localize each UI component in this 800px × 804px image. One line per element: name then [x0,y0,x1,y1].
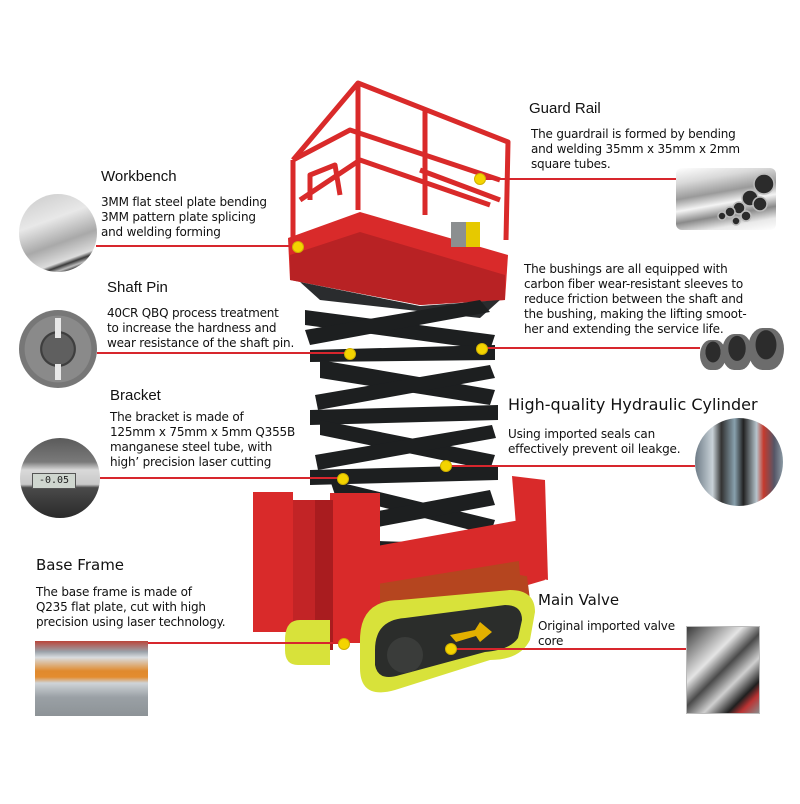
workbench-title: Workbench [101,168,177,185]
shaft-pin-title: Shaft Pin [107,279,168,296]
hydraulic-marker-dot [440,460,452,472]
steel-tubes-photo-icon [676,168,776,230]
hydraulic-callout-line [445,465,695,467]
bushing-marker-dot [476,343,488,355]
bracket-callout-line [100,477,345,479]
valve-photo-icon [686,626,760,714]
guard-rail-description: The guardrail is formed by bending and w… [531,127,740,171]
caliper-reading: -0.05 [32,473,76,489]
workbench-marker-dot [292,241,304,253]
guard-rail-callout-line [480,178,692,180]
bushing-callout-line [480,347,700,349]
shaft-pin-marker-dot [344,348,356,360]
hydraulic-cylinder-description: Using imported seals can effectively pre… [508,427,681,456]
bushing-description: The bushings are all equipped with carbo… [524,262,747,336]
base-frame-description: The base frame is made of Q235 flat plat… [36,585,226,629]
base-frame-title: Base Frame [36,556,125,574]
bushings-photo-icon [700,328,790,373]
main-valve-title: Main Valve [538,591,620,609]
shaft-pin-callout-line [97,352,350,354]
guard-rail-marker-dot [474,173,486,185]
hydraulic-cylinder-photo-icon [695,418,783,506]
bracket-description: The bracket is made of 125mm x 75mm x 5m… [110,410,296,469]
steel-plate-photo-icon [19,194,97,272]
shaft-pin-photo-icon [19,310,97,388]
caliper-photo-icon: -0.05 [20,438,100,518]
guard-rail-title: Guard Rail [529,100,601,117]
shaft-pin-description: 40CR QBQ process treatment to increase t… [107,306,295,350]
main-valve-marker-dot [445,643,457,655]
laser-cutting-factory-photo-icon [35,641,148,716]
workbench-description: 3MM flat steel plate bending 3MM pattern… [101,195,267,239]
bracket-title: Bracket [110,387,161,404]
main-valve-description: Original imported valve core [538,619,675,648]
base-frame-marker-dot [338,638,350,650]
base-frame-callout-line [148,642,343,644]
workbench-callout-line [96,245,296,247]
main-valve-callout-line [450,648,690,650]
hydraulic-cylinder-title: High-quality Hydraulic Cylinder [508,395,758,414]
bracket-marker-dot [337,473,349,485]
